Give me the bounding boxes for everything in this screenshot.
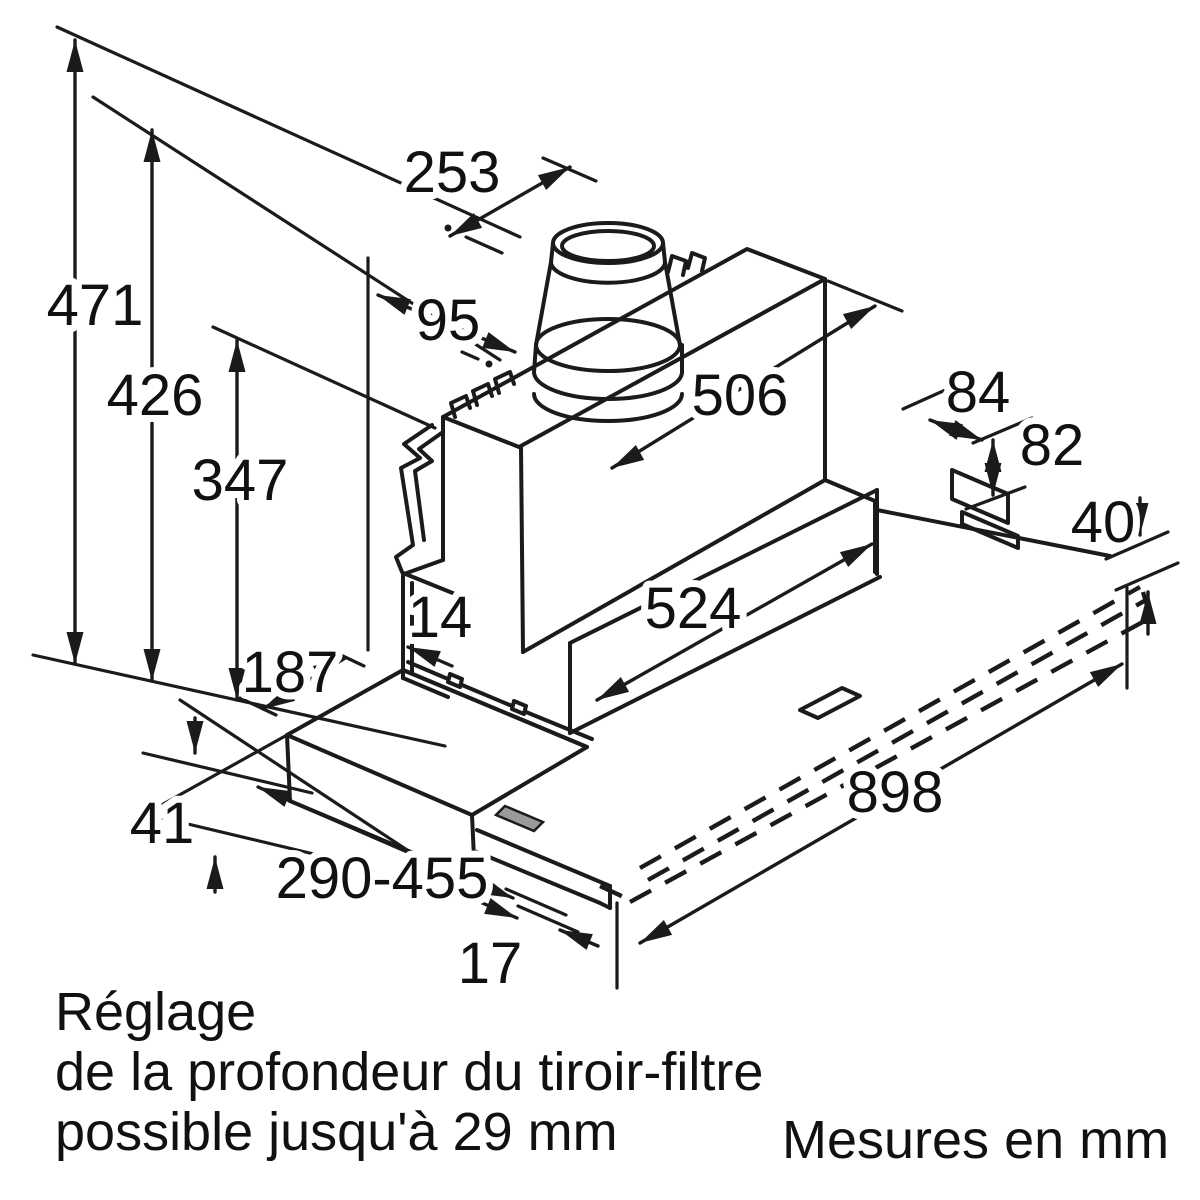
note-block: Réglage de la profondeur du tiroir-filtr… xyxy=(55,982,763,1162)
dim-14: 14 xyxy=(408,585,473,650)
dim-17: 17 xyxy=(458,931,523,996)
dim-82: 82 xyxy=(1020,413,1085,478)
dim-524: 524 xyxy=(645,576,742,641)
dimension-arrowheads xyxy=(66,40,1157,950)
dim-95: 95 xyxy=(416,288,481,353)
units-note: Mesures en mm xyxy=(782,1110,1169,1170)
dim-347: 347 xyxy=(192,448,289,513)
lower-chassis xyxy=(401,478,1112,749)
note-line3: possible jusqu'à 29 mm xyxy=(55,1102,618,1162)
dim-290-455: 290-455 xyxy=(276,846,489,911)
drawer-handle xyxy=(493,804,546,833)
dim-898: 898 xyxy=(847,760,944,825)
reference-lines xyxy=(31,25,1180,990)
dim-253: 253 xyxy=(404,140,501,205)
dim-506: 506 xyxy=(692,363,789,428)
note-line1: Réglage xyxy=(55,982,256,1042)
dim-426: 426 xyxy=(107,363,204,428)
hood-body xyxy=(402,247,827,654)
dim-40: 40 xyxy=(1071,490,1136,555)
panel-cutout xyxy=(798,686,862,720)
furniture-panel-dashed xyxy=(599,585,1153,904)
dim-84: 84 xyxy=(946,360,1011,425)
spring-clips xyxy=(394,251,707,574)
dim-471: 471 xyxy=(47,273,144,338)
dim-187: 187 xyxy=(242,640,339,705)
duct-adapter xyxy=(532,221,684,423)
note-line2: de la profondeur du tiroir-filtre xyxy=(55,1042,763,1102)
mounting-bracket xyxy=(950,468,1020,550)
dim-41: 41 xyxy=(130,791,195,856)
